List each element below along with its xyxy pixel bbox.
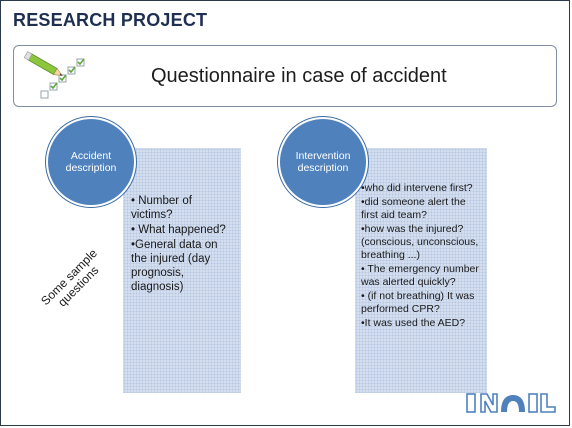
intervention-item: • The emergency number was alerted quick… [361,263,479,288]
accident-item: • What happened? [131,224,226,236]
accident-item: •General data on the injured (day progno… [131,239,218,293]
intervention-item: • (if not breathing) It was performed CP… [361,290,475,315]
inail-logo [466,393,556,413]
title-text: Questionnaire in case of accident [151,65,447,87]
checklist-pencil-icon [23,51,85,99]
accident-item: • Number of victims? [131,195,192,221]
slide-header-title: RESEARCH PROJECT [13,10,208,30]
intervention-item: •did someone alert the first aid team? [361,196,466,221]
accident-description-circle: Accident description [46,117,136,207]
sample-questions-label: Some sample questions [33,241,115,323]
intervention-description-panel: •who did intervene first? •did someone a… [355,148,487,393]
intervention-item: •how was the injured? (conscious, uncons… [361,223,479,261]
intervention-description-circle: Intervention description [278,117,368,207]
intervention-description-label: Intervention description [295,150,351,174]
title-box: Questionnaire in case of accident [13,45,557,107]
intervention-item: •It was used the AED? [361,317,466,329]
intervention-item: •who did intervene first? [361,182,473,194]
accident-description-label: Accident description [65,150,117,174]
accident-description-panel: • Number of victims? • What happened? •G… [123,148,241,393]
